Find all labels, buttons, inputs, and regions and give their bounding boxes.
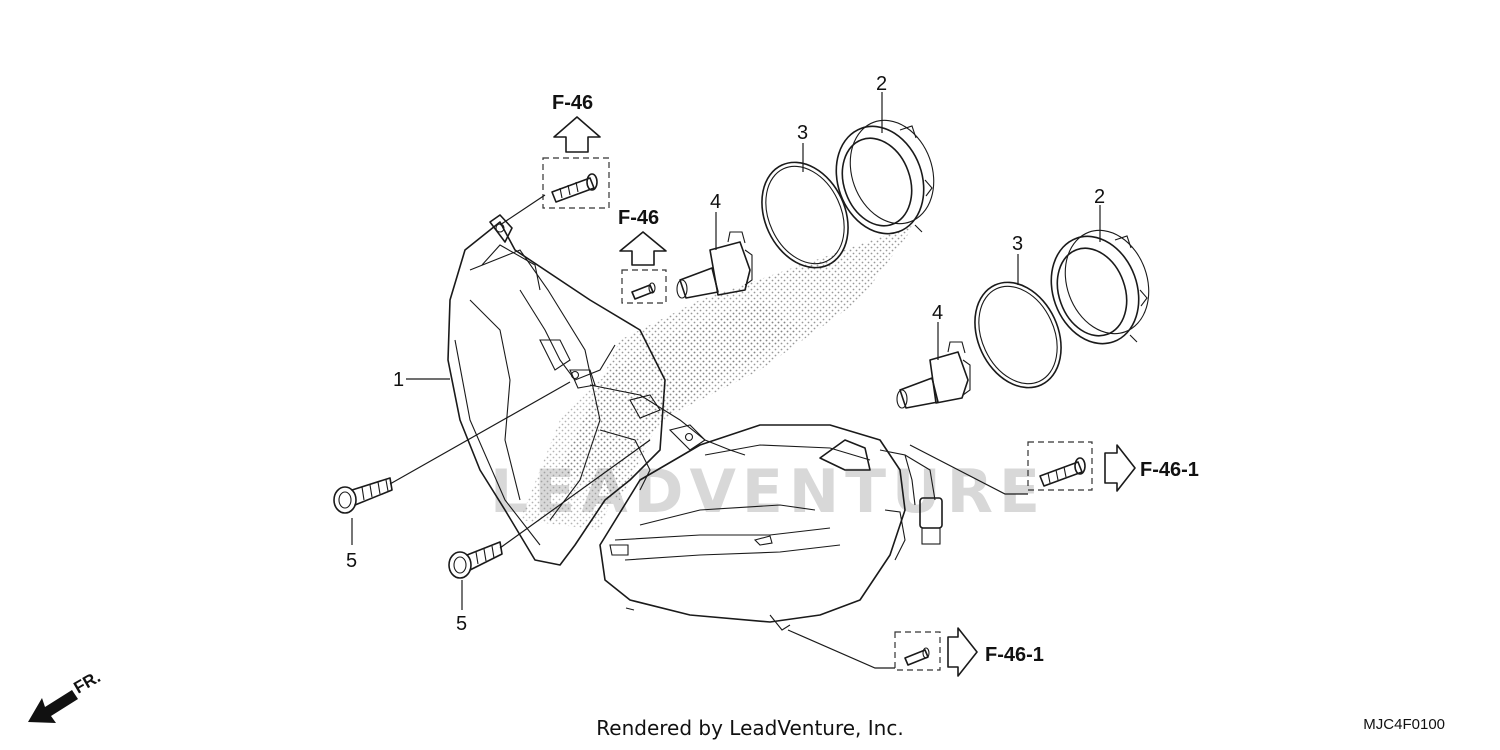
dust-cover-upper <box>835 119 935 235</box>
headlight-assembly <box>447 214 943 631</box>
callout-4-upper: 4 <box>710 191 721 213</box>
ref-label-right-upper: F-46-1 <box>1140 459 1199 481</box>
screw-box-mid <box>621 269 667 304</box>
front-direction-label: FR. <box>71 667 104 697</box>
callout-2-upper: 2 <box>876 73 887 95</box>
leader-lines <box>351 92 1101 669</box>
callout-3-lower: 3 <box>1012 233 1023 255</box>
diagram-code: MJC4F0100 <box>1363 716 1445 733</box>
screw-mid <box>631 282 656 300</box>
callout-4-lower: 4 <box>932 302 943 324</box>
ref-label-right-lower: F-46-1 <box>985 644 1044 666</box>
front-direction-arrow <box>28 690 78 723</box>
beam-shading-lower <box>520 300 800 530</box>
dust-cover-lower <box>1050 229 1150 345</box>
screw-box-right-upper <box>1027 441 1093 491</box>
ref-label-mid: F-46 <box>618 207 659 229</box>
seal-ring-upper <box>761 161 849 269</box>
rendered-by-text: Rendered by LeadVenture, Inc. <box>596 716 904 740</box>
ref-arrow-right-upper <box>1104 444 1136 492</box>
ref-label-top: F-46 <box>552 92 593 114</box>
callout-5-right: 5 <box>456 613 467 635</box>
callout-5-left: 5 <box>346 550 357 572</box>
callout-1: 1 <box>393 369 404 391</box>
screw-box-top <box>542 157 610 209</box>
bulb-lower <box>896 341 971 409</box>
callout-2-lower: 2 <box>1094 186 1105 208</box>
ref-arrow-up-mid <box>619 231 667 266</box>
ref-arrow-right-lower <box>947 627 978 677</box>
screw-right-lower <box>904 647 930 666</box>
callout-3-upper: 3 <box>797 122 808 144</box>
screw-right-upper <box>1039 457 1086 487</box>
bolt-right <box>448 541 503 579</box>
screw-top <box>551 173 598 203</box>
seal-ring-lower <box>974 281 1062 389</box>
ref-arrow-up-top <box>553 116 601 153</box>
bulb-upper <box>676 231 753 299</box>
screw-box-right-lower <box>894 631 941 671</box>
bolt-left <box>333 477 393 514</box>
